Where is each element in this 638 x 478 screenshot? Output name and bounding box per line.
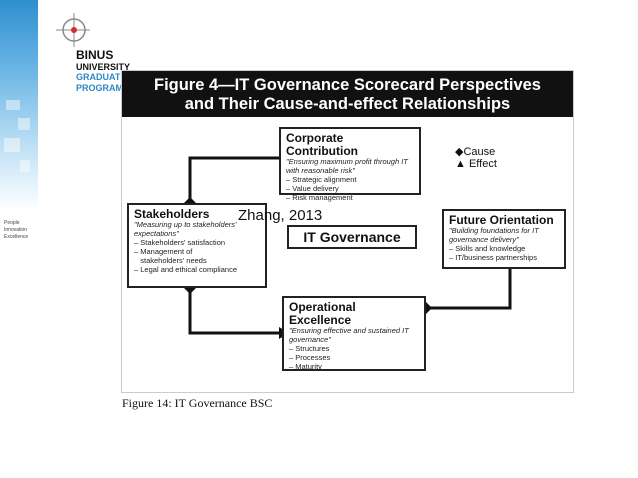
tagline-line: Innovation [4,227,28,233]
scorecard-figure: Figure 4—IT Governance Scorecard Perspec… [121,70,574,393]
legend: ◆Cause ▲ Effect [455,145,497,170]
binus-logo: BINUS UNIVERSITY GRADUATE PROGRAM [50,10,170,95]
box-subtitle: "Measuring up to stakeholders' expectati… [134,220,237,238]
figure-header: Figure 4—IT Governance Scorecard Perspec… [122,71,573,117]
logo-line: UNIVERSITY [76,62,131,72]
figure-caption: Figure 14: IT Governance BSC [122,396,273,410]
corporate-contribution-box: Corporate Contribution "Ensuring maximum… [279,127,421,202]
legend-effect: ▲ Effect [455,158,497,170]
box-item: – Stakeholders' satisfaction [134,238,226,247]
logo-line: BINUS [76,48,114,62]
citation-overlay: Zhang, 2013 [238,207,323,224]
box-title: Stakeholders [134,207,210,221]
box-item: – Legal and ethical compliance [134,265,237,274]
decorative-side-strip [0,0,38,210]
box-item: – Maturity [289,362,322,371]
box-item: – Value delivery [286,184,339,193]
box-item: – IT/business partnerships [449,253,537,262]
box-item: – Processes [289,353,331,362]
diamond-icon: ◆ [455,146,464,158]
triangle-icon: ▲ [455,158,469,170]
box-item: – Skills and knowledge [449,244,526,253]
connector-operational-future [426,269,512,310]
future-orientation-box: Future Orientation "Building foundations… [442,209,566,269]
tagline-line: Excellence [4,234,29,240]
it-governance-box: IT Governance [287,225,417,249]
box-title: IT Governance [303,229,401,245]
logo-mark-icon [56,13,90,47]
box-item: – Structures [289,344,330,353]
tagline-line: People [4,220,20,226]
connector-stakeholders-operational [188,288,279,335]
box-item: – Risk management [286,193,353,202]
figure-header-line: and Their Cause-and-effect Relationships [184,95,511,113]
box-subtitle: "Ensuring effective and sustained IT gov… [289,326,409,344]
operational-excellence-box: Operational Excellence "Ensuring effecti… [282,296,426,371]
strip-block [18,118,30,130]
stakeholders-box: Stakeholders "Measuring up to stakeholde… [127,203,267,288]
strip-block [6,100,20,110]
box-title: Corporate Contribution [286,131,358,158]
legend-cause: ◆Cause [455,145,497,158]
logo-line: PROGRAM [76,83,123,93]
box-title: Operational Excellence [289,300,356,327]
connector-stakeholders-corporate [188,156,279,203]
logo-line: GRADUATE [76,72,127,82]
box-title: Future Orientation [449,213,554,227]
box-subtitle: "Building foundations for IT governance … [449,226,539,244]
legend-effect-label: Effect [468,158,497,170]
tagline: People Innovation Excellence [4,220,28,241]
strip-block [4,138,20,152]
box-item: stakeholders' needs [134,256,207,265]
figure-header-line: Figure 4—IT Governance Scorecard Perspec… [153,76,541,94]
box-subtitle: "Ensuring maximum profit through IT with… [286,157,408,175]
strip-block [20,160,30,172]
box-item: – Strategic alignment [286,175,357,184]
legend-cause-label: Cause [463,146,496,158]
box-item: – Management of [134,247,193,256]
